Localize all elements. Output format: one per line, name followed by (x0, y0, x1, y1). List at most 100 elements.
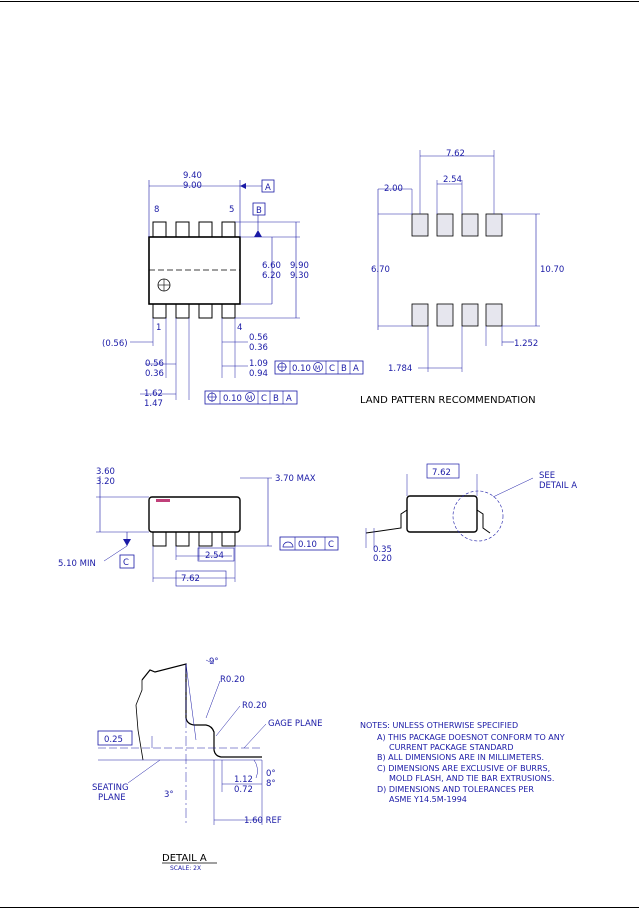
fcf-flat-tol: 0.10 (298, 540, 317, 550)
dim-span-max: 9.90 (290, 261, 309, 271)
span-box (426, 463, 460, 479)
fcf1-d1: C (329, 364, 335, 374)
notes-heading: NOTES: UNLESS OTHERWISE SPECIFIED (360, 721, 518, 730)
dim-body-len-min: 9.00 (183, 181, 202, 191)
detail-seating-2: PLANE (98, 793, 126, 803)
detail-ang-max: 8° (266, 779, 276, 789)
fcf-flatness: 0.10 C (279, 536, 339, 551)
profile-icon (282, 541, 294, 548)
pad (436, 303, 454, 327)
leader-line (205, 680, 221, 719)
fcf-position-2: 0.10 M C B A (204, 390, 298, 405)
fcf1-mod: M (315, 365, 320, 372)
detail-scale: SCALE: 2X (170, 865, 201, 872)
side-h-min: 3.20 (96, 477, 115, 487)
fcf2-d1: C (261, 394, 267, 404)
lead-2 (175, 303, 190, 319)
end-lead-left (365, 509, 408, 534)
lead-profile (141, 663, 262, 758)
leader-line (243, 723, 267, 749)
pads (411, 213, 503, 327)
pad (411, 303, 429, 327)
land-pattern-view: 7.62 2.54 2.00 6.70 10.70 1.252 1.784 LA… (360, 149, 564, 406)
bottom-border (0, 907, 639, 908)
note-line: A) THIS PACKAGE DOESNOT CONFORM TO ANY (377, 733, 565, 742)
detail-foot-ref: 1.60 REF (244, 816, 282, 826)
datum-a-box (261, 179, 275, 193)
lead-7 (175, 221, 190, 238)
end-t-max: 0.35 (373, 545, 392, 555)
dim-body-len-max: 9.40 (183, 171, 202, 181)
detail-angle-top: 9° (209, 657, 219, 667)
datum-b-box (252, 202, 266, 216)
side-body (148, 496, 241, 533)
note-line: MOLD FLASH, AND TIE BAR EXTRUSIONS. (389, 774, 554, 783)
side-pitch: 2.54 (205, 551, 224, 561)
side-lead (175, 531, 190, 547)
side-standoff: 5.10 MIN (58, 559, 96, 569)
side-max-h: 3.70 MAX (275, 474, 316, 484)
detail-r2: R0.20 (242, 701, 267, 711)
note-line: ASME Y14.5M-1994 (389, 795, 467, 804)
detail-a-view: 9° R0.20 R0.20 GAGE PLANE 0.25 SEATING P… (92, 657, 323, 872)
datum-c-box (119, 554, 135, 569)
dim-width-max: 6.60 (262, 261, 281, 271)
end-view: 7.62 0.35 0.20 SEE DETAIL A (365, 463, 577, 564)
land-span: 7.62 (446, 149, 465, 159)
leader-line (103, 545, 128, 562)
land-pattern-title: LAND PATTERN RECOMMENDATION (360, 395, 536, 406)
lead-6 (198, 221, 213, 238)
dim-small-min: 0.36 (249, 343, 268, 353)
angle-line (185, 663, 197, 741)
pin-5-label: 5 (229, 205, 234, 215)
dim-lead-w-min: 0.36 (145, 369, 164, 379)
land-pad-len: 1.784 (388, 364, 412, 374)
span-box (175, 570, 227, 587)
pad (461, 303, 479, 327)
datum-c-label: C (123, 558, 129, 568)
side-lead (198, 531, 213, 547)
detail-angle-3: 3° (164, 790, 174, 800)
angle-arc (253, 759, 258, 779)
end-lead-right (476, 509, 491, 534)
mmc-icon (245, 392, 255, 402)
detail-foot-max: 1.12 (234, 775, 253, 785)
leader-line (215, 705, 241, 737)
leader-line (127, 759, 161, 784)
datum-a-label: A (265, 183, 271, 193)
lead-8 (152, 221, 167, 238)
break-line (135, 680, 144, 761)
dim-lead-w-max: 0.56 (145, 359, 164, 369)
side-span: 7.62 (181, 574, 200, 584)
dim-pitch-max: 1.09 (249, 359, 268, 369)
fcf2-mod: M (247, 395, 252, 402)
dim-ref-056: (0.56) (102, 339, 128, 349)
side-view: 3.60 3.20 3.70 MAX 5.10 MIN C 2.54 7.62 … (58, 467, 339, 587)
dim-span-min: 9.30 (290, 271, 309, 281)
pad (411, 213, 429, 237)
end-span: 7.62 (432, 468, 451, 478)
detail-seating-1: SEATING (92, 783, 129, 793)
detail-foot-min: 0.72 (234, 785, 253, 795)
fcf1-tol: 0.10 (292, 364, 311, 374)
pad (485, 303, 503, 327)
lead-4 (221, 303, 236, 319)
datum-b-label: B (256, 206, 262, 216)
lead-5 (221, 221, 236, 238)
note-line: B) ALL DIMENSIONS ARE IN MILLIMETERS. (377, 753, 544, 762)
land-outer: 10.70 (540, 265, 564, 275)
side-lead (152, 531, 167, 547)
note-line: C) DIMENSIONS ARE EXCLUSIVE OF BURRS, (377, 764, 550, 773)
pitch-box (197, 547, 235, 562)
detail-gage: 0.25 (104, 735, 123, 745)
side-h-max: 3.60 (96, 467, 115, 477)
see-detail-1: SEE (539, 471, 555, 481)
pin-4-label: 4 (237, 323, 242, 333)
dim-pitch-min: 0.94 (249, 369, 268, 379)
side-lead (221, 531, 236, 547)
top-view: 9.40 9.00 A B 8 5 1 4 6.60 6.20 9.90 9.3… (102, 171, 364, 409)
pin-1-label: 1 (156, 323, 161, 333)
fcf-position-1: 0.10 M C B A (274, 360, 364, 375)
pad (436, 213, 454, 237)
note-line: D) DIMENSIONS AND TOLERANCES PER (377, 785, 534, 794)
